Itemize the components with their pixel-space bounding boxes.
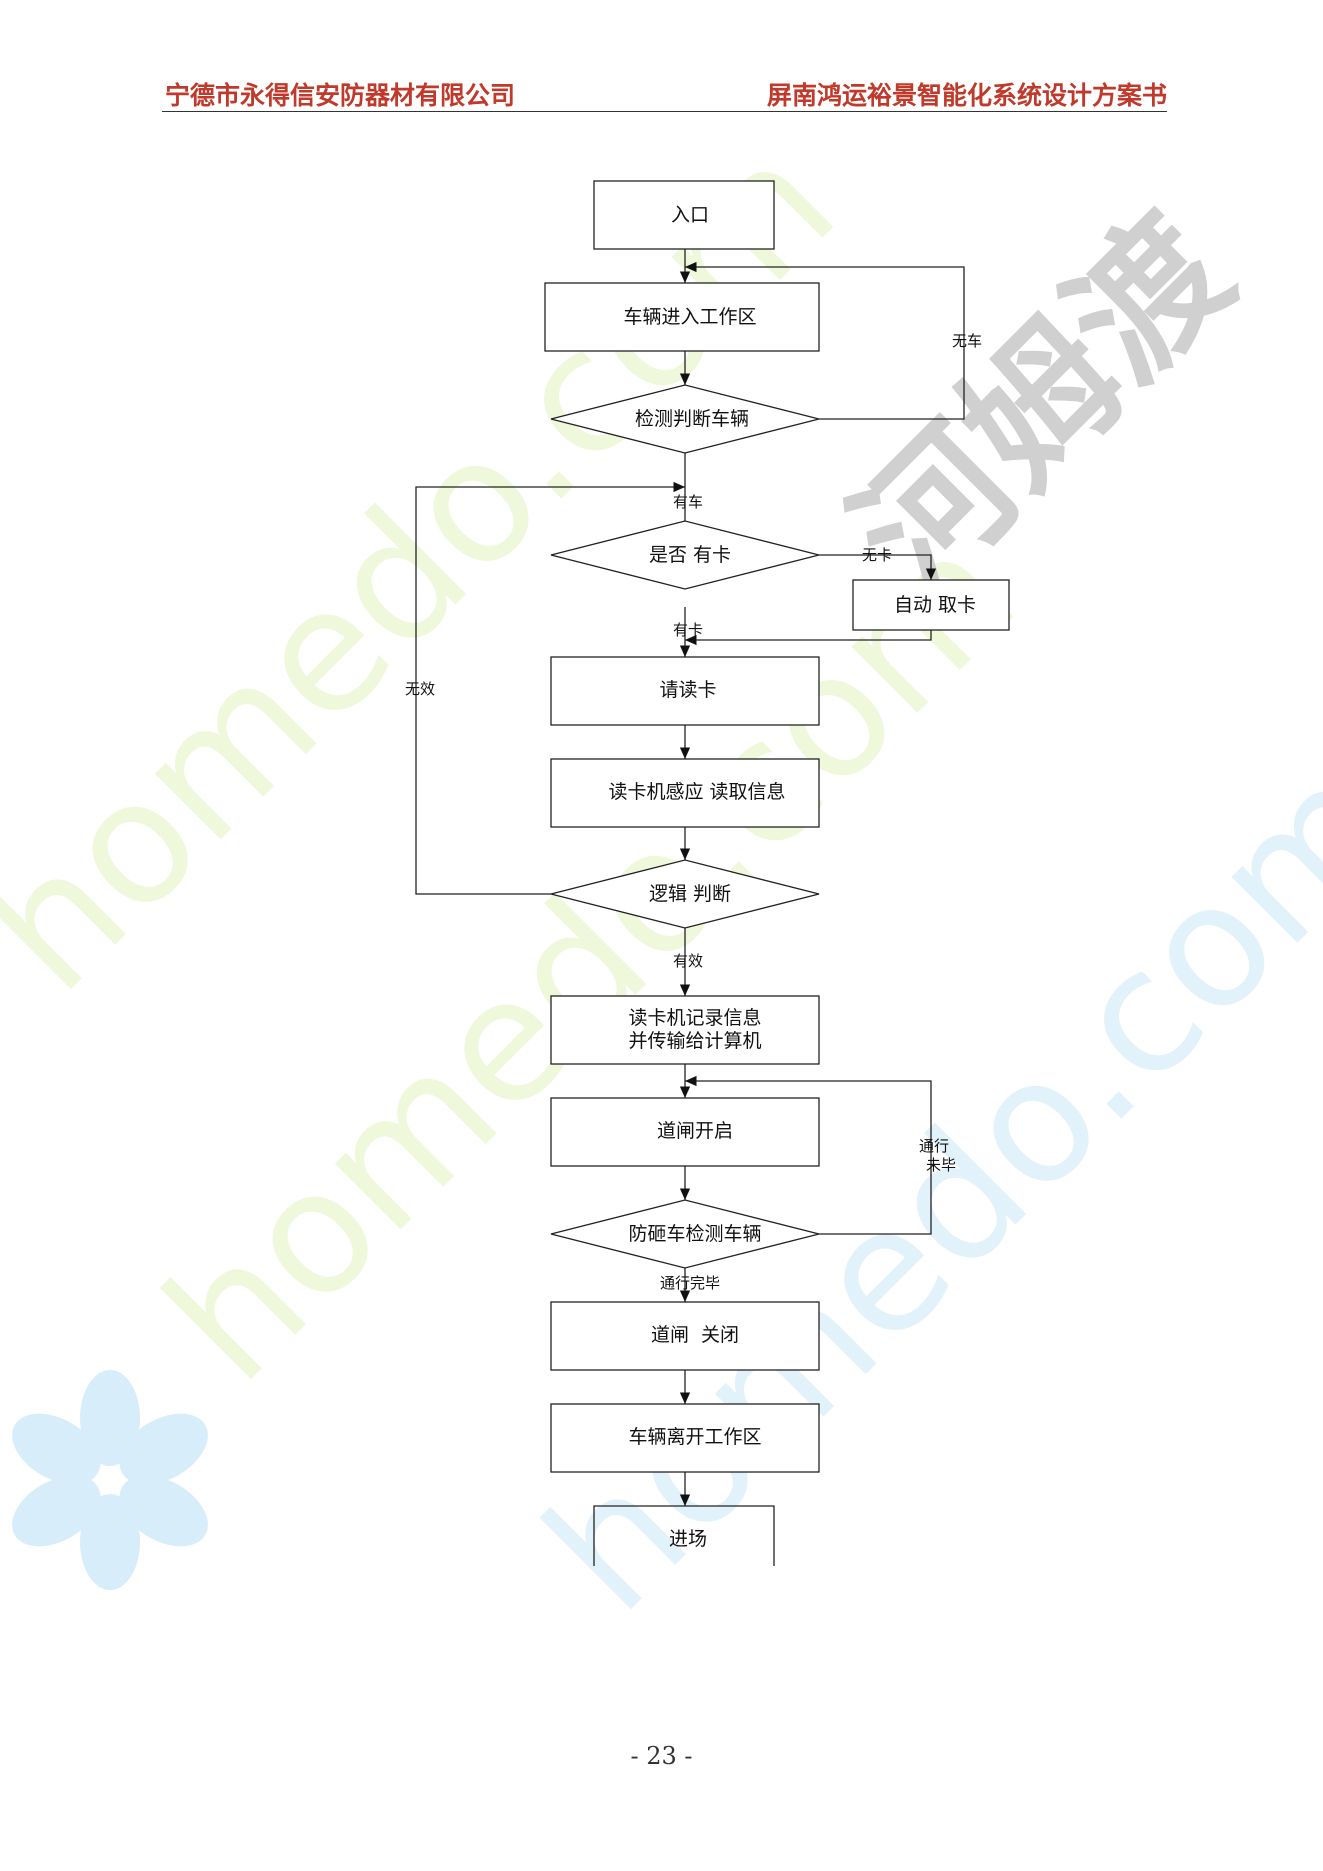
edge-label-pass-incomplete-1: 通行 bbox=[919, 1137, 949, 1155]
node-logic-judge bbox=[550, 859, 820, 929]
label-gate-close: 道闸 关闭 bbox=[651, 1324, 739, 1346]
label-please-read: 请读卡 bbox=[659, 679, 716, 701]
label-reader-sense: 读卡机感应 读取信息 bbox=[608, 781, 785, 803]
node-entrance bbox=[593, 180, 775, 250]
node-leave-zone bbox=[550, 1403, 820, 1473]
edge-no-card bbox=[819, 554, 937, 580]
header-divider bbox=[162, 111, 1167, 112]
label-record-line2: 并传输给计算机 bbox=[628, 1030, 761, 1052]
label-record-line1: 读卡机记录信息 bbox=[628, 1007, 761, 1029]
page-number: - 23 - bbox=[630, 1742, 693, 1770]
edge-label-has-vehicle: 有车 bbox=[673, 493, 703, 511]
header-company: 宁德市永得信安防器材有限公司 bbox=[165, 81, 516, 110]
node-gate-open bbox=[550, 1097, 820, 1167]
edge-no-vehicle-loop bbox=[685, 261, 965, 420]
label-gate-open: 道闸开启 bbox=[657, 1120, 733, 1142]
label-enter-lot: 进场 bbox=[669, 1528, 707, 1550]
node-gate-close bbox=[550, 1301, 820, 1371]
label-entrance: 入口 bbox=[671, 204, 709, 226]
label-detect-vehicle: 检测判断车辆 bbox=[635, 408, 749, 430]
header-document-title: 屏南鸿运裕景智能化系统设计方案书 bbox=[766, 81, 1167, 110]
node-enter-zone bbox=[544, 282, 820, 352]
label-leave-zone: 车辆离开工作区 bbox=[628, 1426, 761, 1448]
node-auto-card bbox=[852, 579, 1010, 631]
edge-label-invalid: 无效 bbox=[405, 680, 435, 698]
label-auto-card: 自动 取卡 bbox=[894, 594, 976, 616]
label-enter-zone: 车辆进入工作区 bbox=[623, 306, 756, 328]
edge-invalid-loop bbox=[415, 481, 685, 895]
label-anti-smash: 防砸车检测车辆 bbox=[628, 1223, 761, 1245]
edge-label-no-card: 无卡 bbox=[862, 546, 892, 564]
edge-pass-incomplete-loop bbox=[685, 1075, 932, 1235]
node-enter-lot bbox=[593, 1505, 775, 1566]
node-record bbox=[550, 995, 820, 1065]
label-has-card: 是否 有卡 bbox=[649, 544, 731, 566]
edge-label-pass-complete: 通行完毕 bbox=[660, 1274, 720, 1292]
edge-label-with-card: 有卡 bbox=[673, 621, 703, 639]
edge-autocard-return bbox=[685, 630, 932, 646]
node-reader-sense bbox=[550, 758, 820, 828]
edge-label-valid: 有效 bbox=[673, 952, 703, 970]
label-logic-judge: 逻辑 判断 bbox=[649, 883, 731, 905]
edge-label-pass-incomplete-2: 未毕 bbox=[926, 1156, 956, 1174]
edge-label-no-vehicle: 无车 bbox=[952, 332, 982, 350]
